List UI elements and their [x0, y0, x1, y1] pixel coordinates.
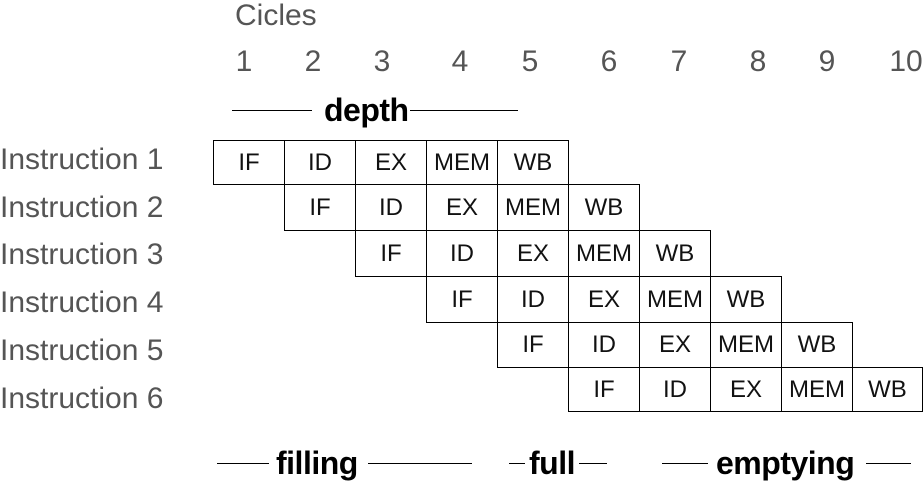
cycle-number: 9 — [818, 45, 836, 78]
stage-mem: MEM — [710, 322, 782, 368]
stage-ex: EX — [639, 322, 711, 368]
instruction-label: Instruction 5 — [0, 334, 164, 367]
stage-id: ID — [497, 276, 569, 323]
depth-line-right — [410, 110, 518, 111]
cycles-title: Cicles — [235, 0, 317, 32]
emptying-line-left — [662, 463, 708, 464]
full-label: full — [529, 445, 575, 481]
stage-wb: WB — [710, 276, 782, 323]
depth-line-left — [232, 110, 312, 111]
cycle-number: 6 — [600, 45, 618, 78]
stage-mem: MEM — [639, 276, 711, 323]
stage-id: ID — [426, 230, 498, 277]
cycle-number: 4 — [451, 45, 469, 78]
stage-wb: WB — [568, 184, 640, 231]
instruction-label: Instruction 3 — [0, 238, 164, 271]
stage-wb: WB — [852, 367, 923, 412]
stage-id: ID — [639, 367, 711, 412]
cycle-number: 8 — [749, 45, 767, 78]
stage-wb: WB — [781, 322, 853, 368]
stage-if: IF — [355, 230, 427, 277]
cycle-number: 2 — [304, 45, 322, 78]
stage-mem: MEM — [426, 140, 498, 185]
stage-mem: MEM — [497, 184, 569, 231]
instruction-label: Instruction 2 — [0, 191, 164, 224]
emptying-label: emptying — [716, 445, 855, 481]
full-line-left — [509, 463, 525, 464]
stage-if: IF — [284, 184, 356, 231]
stage-ex: EX — [426, 184, 498, 231]
stage-mem: MEM — [781, 367, 853, 412]
stage-id: ID — [284, 140, 356, 185]
full-line-right — [579, 463, 607, 464]
stage-if: IF — [497, 322, 569, 368]
stage-wb: WB — [639, 230, 711, 277]
stage-if: IF — [568, 367, 640, 412]
cycle-number: 7 — [670, 45, 688, 78]
stage-ex: EX — [497, 230, 569, 277]
stage-wb: WB — [497, 140, 569, 185]
filling-line-left — [217, 463, 269, 464]
cycle-number: 5 — [521, 45, 539, 78]
cycle-number: 3 — [373, 45, 391, 78]
stage-ex: EX — [355, 140, 427, 185]
cycle-number: 10 — [889, 45, 923, 78]
depth-label: depth — [324, 92, 409, 128]
instruction-label: Instruction 4 — [0, 286, 164, 319]
filling-label: filling — [276, 445, 358, 481]
stage-mem: MEM — [568, 230, 640, 277]
stage-if: IF — [426, 276, 498, 323]
cycle-number: 1 — [235, 45, 253, 78]
filling-line-right — [368, 463, 472, 464]
instruction-label: Instruction 1 — [0, 143, 164, 176]
stage-if: IF — [213, 140, 285, 185]
stage-id: ID — [568, 322, 640, 368]
stage-ex: EX — [710, 367, 782, 412]
stage-ex: EX — [568, 276, 640, 323]
stage-id: ID — [355, 184, 427, 231]
emptying-line-right — [866, 463, 911, 464]
instruction-label: Instruction 6 — [0, 382, 164, 415]
